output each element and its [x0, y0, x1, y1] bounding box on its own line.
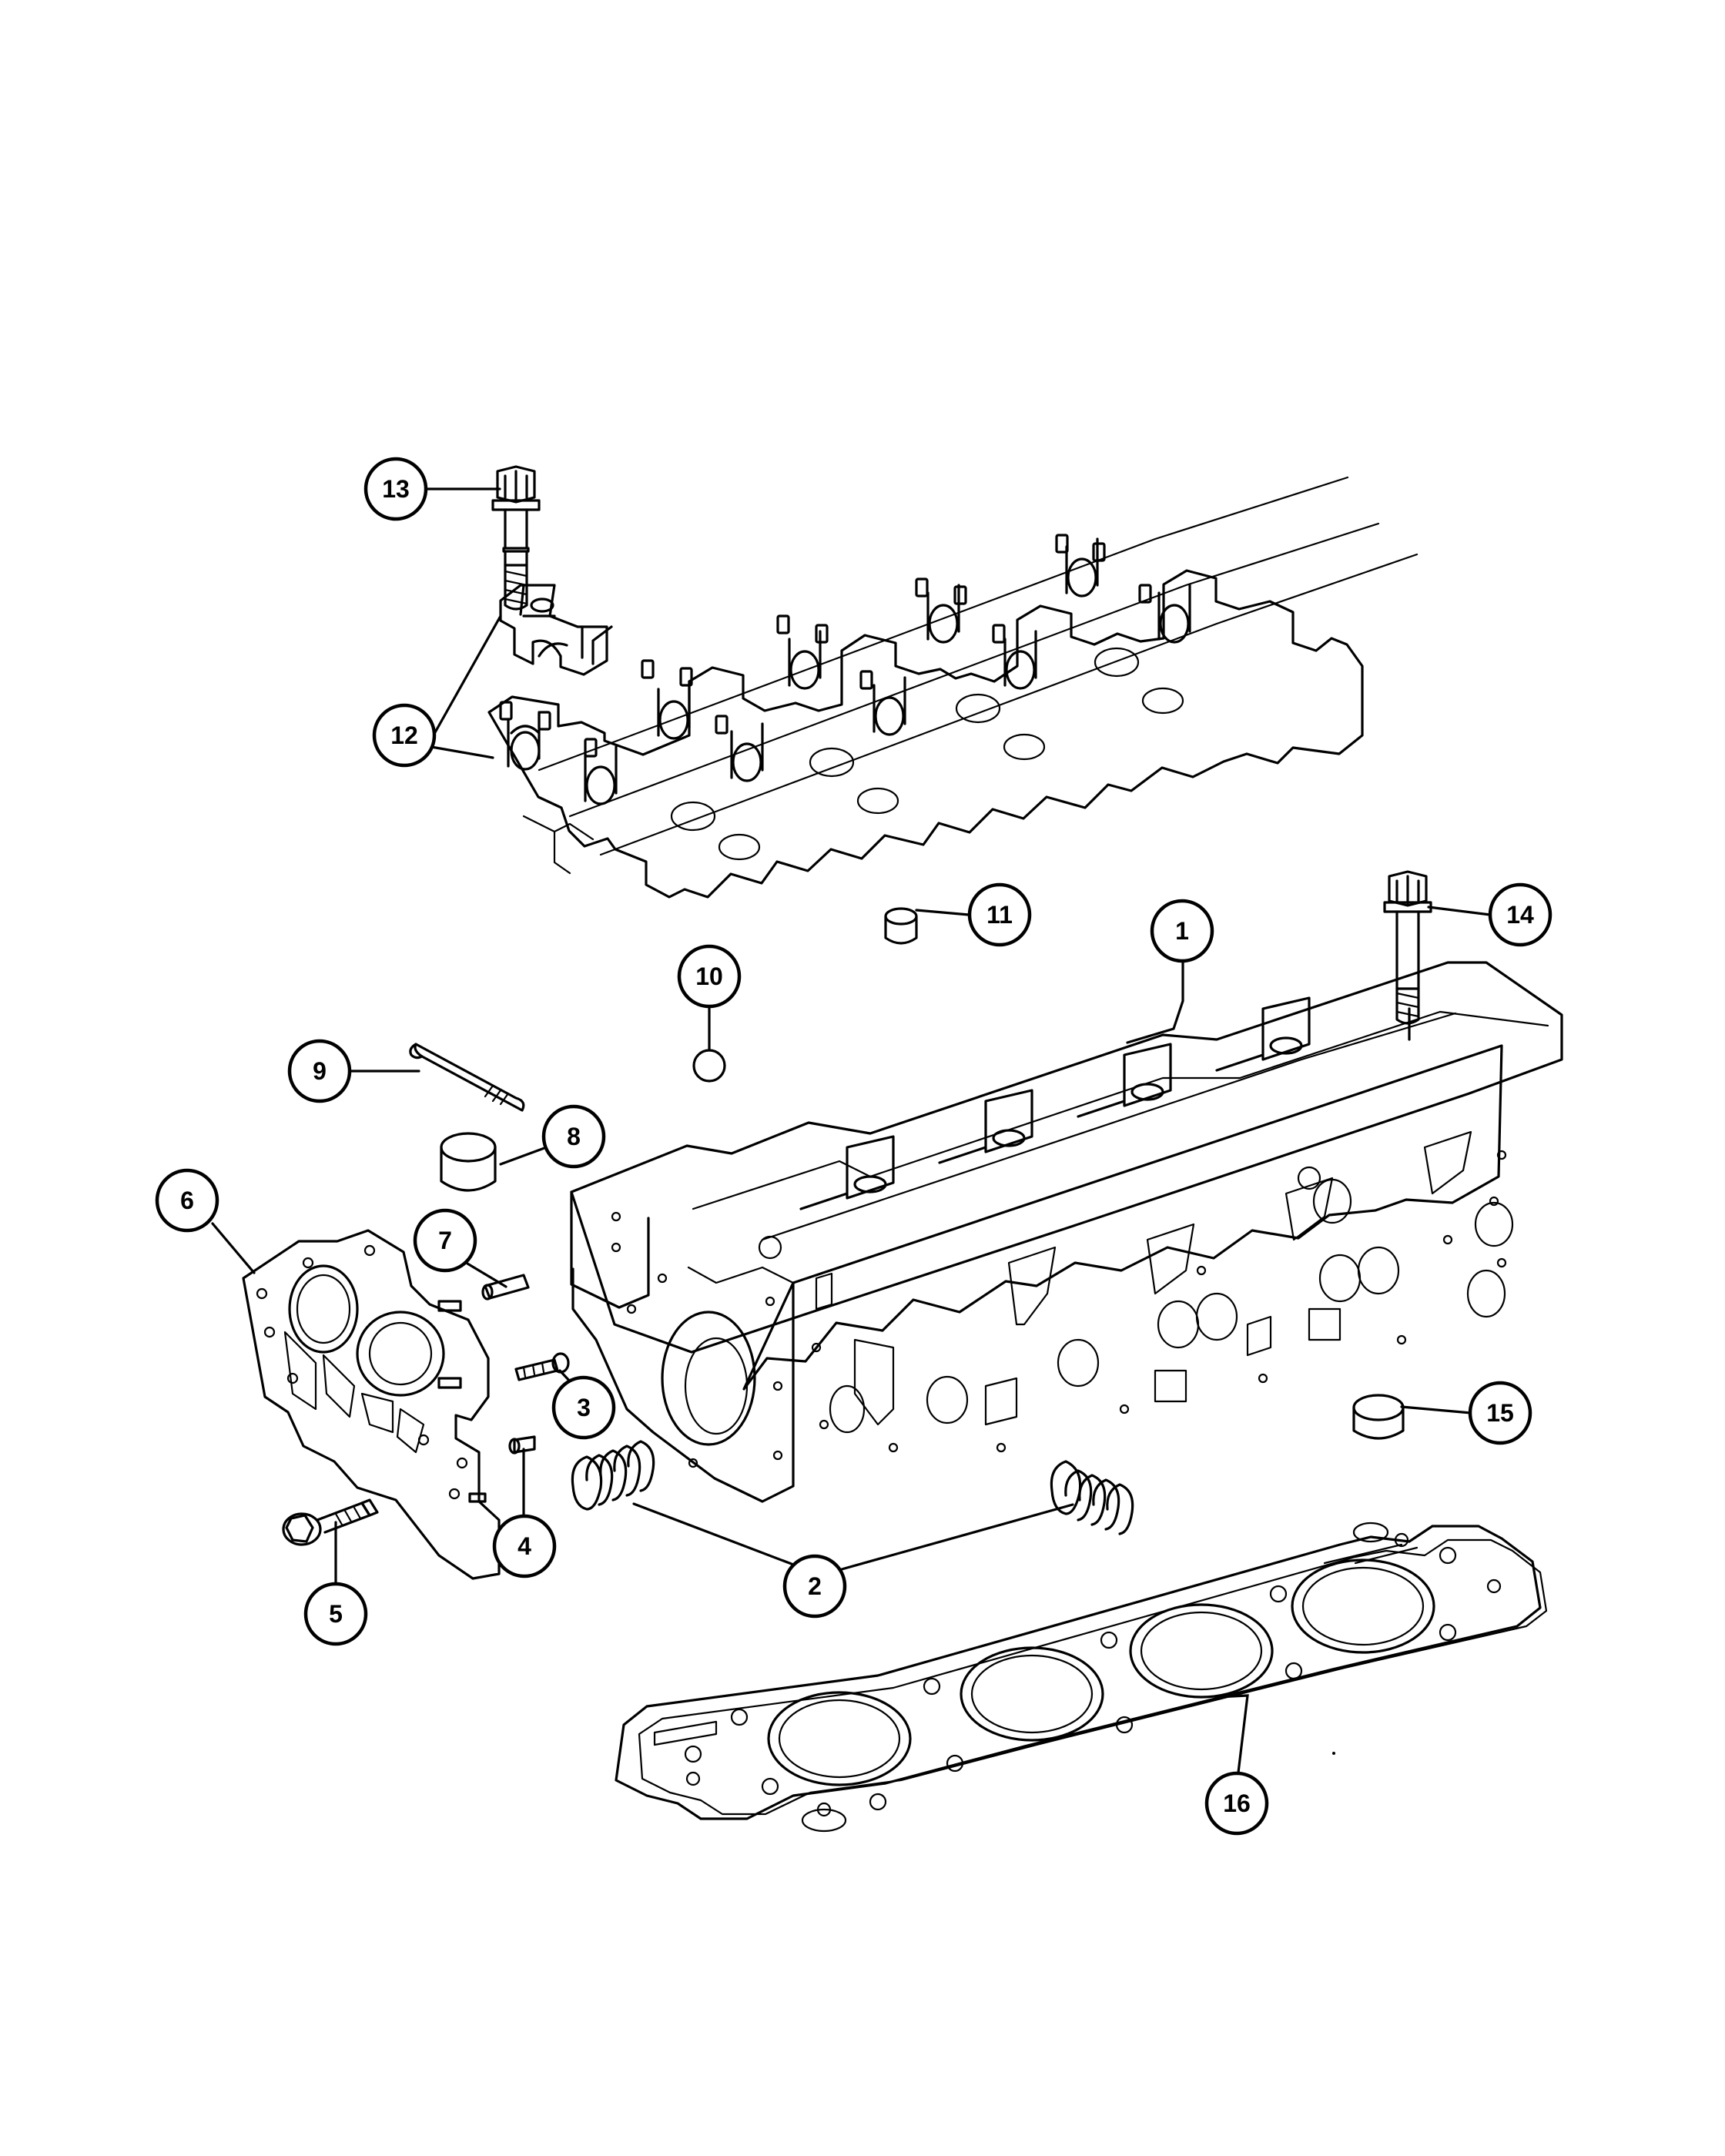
part-16-head-gasket: [615, 1522, 1548, 1833]
part-4-pin: [508, 1435, 536, 1455]
callout-14: 14: [1488, 882, 1552, 947]
svg-text:5: 5: [329, 1600, 343, 1628]
callout-4: 4: [492, 1514, 557, 1578]
part-13-bolt: [491, 465, 541, 611]
svg-text:2: 2: [808, 1572, 822, 1600]
part-6-front-housing: [242, 1229, 501, 1580]
callout-1: 1: [1150, 899, 1214, 963]
svg-text:8: 8: [567, 1123, 581, 1150]
part-5-flange-bolt: [282, 1498, 379, 1546]
svg-text:13: 13: [382, 475, 410, 503]
part-8-cup-plug: [440, 1132, 497, 1192]
callout-13: 13: [363, 457, 428, 521]
svg-text:10: 10: [695, 962, 723, 990]
callout-6: 6: [155, 1168, 219, 1233]
svg-text:11: 11: [986, 901, 1013, 929]
callout-2: 2: [782, 1554, 847, 1619]
part-12-camshaft-carrier: [487, 476, 1419, 899]
part-7-dowel: [481, 1274, 530, 1301]
svg-text:16: 16: [1223, 1789, 1251, 1817]
part-10-ball: [692, 1049, 726, 1083]
callout-12: 12: [372, 703, 437, 768]
part-12-bearing-cap: [499, 584, 613, 676]
callout-9: 9: [287, 1039, 352, 1103]
callout-15: 15: [1468, 1381, 1532, 1445]
svg-text:1: 1: [1175, 917, 1189, 945]
part-11-plug: [884, 907, 918, 945]
svg-text:12: 12: [390, 721, 418, 749]
callout-5: 5: [303, 1582, 368, 1646]
callout-10: 10: [677, 944, 742, 1009]
svg-text:9: 9: [313, 1057, 327, 1085]
svg-text:3: 3: [577, 1394, 591, 1421]
callout-7: 7: [413, 1208, 477, 1273]
svg-text:6: 6: [180, 1187, 194, 1214]
part-9-pin: [409, 1043, 525, 1112]
svg-text:4: 4: [518, 1532, 531, 1560]
svg-text:14: 14: [1506, 901, 1534, 929]
part-15-cup-plug: [1352, 1394, 1405, 1440]
part-2-springs: [571, 1440, 1134, 1535]
part-3-screw: [514, 1352, 570, 1381]
callout-11: 11: [967, 882, 1032, 947]
svg-text:15: 15: [1486, 1399, 1514, 1427]
callout-8: 8: [541, 1104, 606, 1169]
part-1-cylinder-head: [570, 961, 1563, 1503]
callout-3: 3: [551, 1375, 616, 1440]
svg-text:7: 7: [438, 1227, 452, 1254]
part-14-bolt: [1383, 870, 1432, 1025]
leader-lines: [211, 487, 1492, 1774]
callout-16: 16: [1204, 1771, 1269, 1836]
